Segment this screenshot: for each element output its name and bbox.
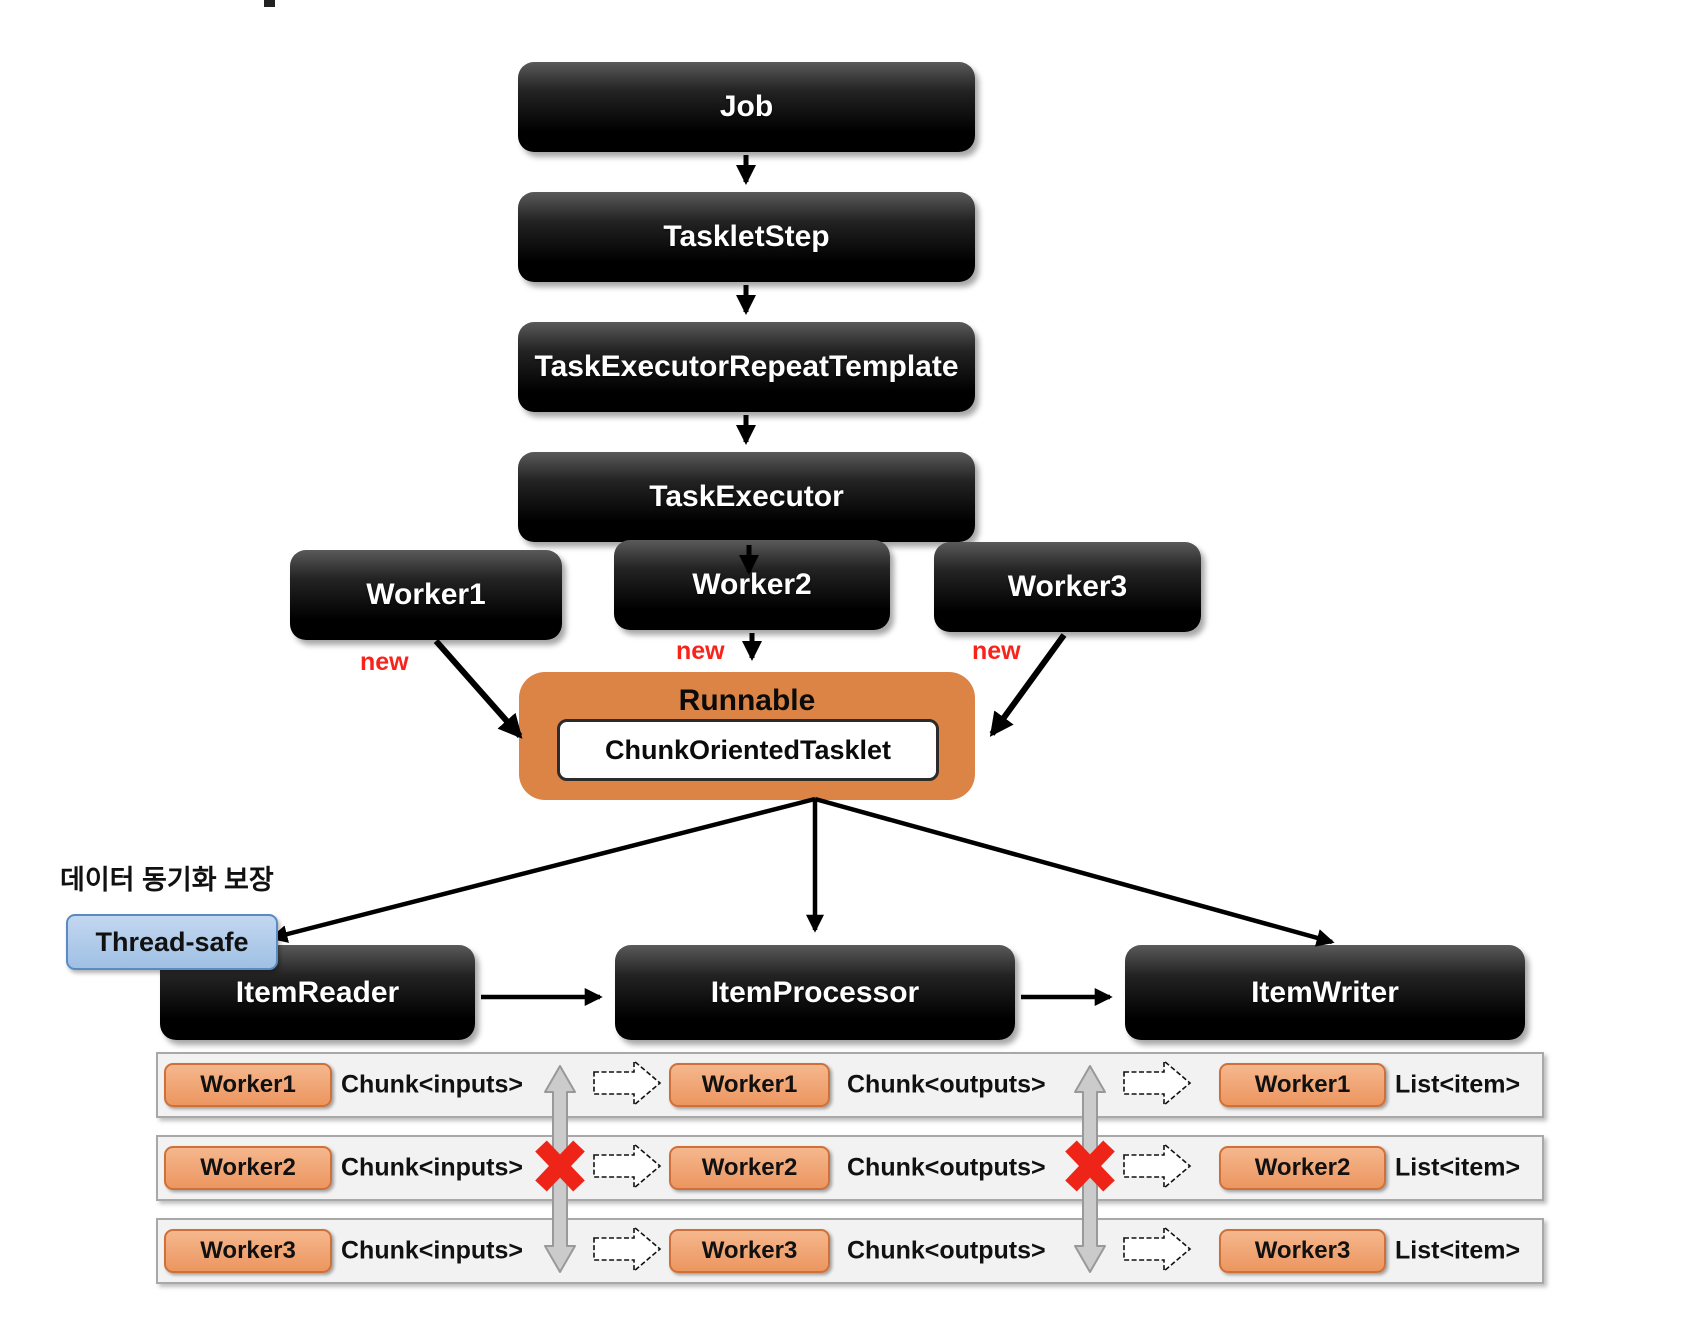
node-job: Job xyxy=(518,62,975,152)
node-tasklet-step-label: TaskletStep xyxy=(663,220,830,253)
node-repeat-template-label: TaskExecutorRepeatTemplate xyxy=(534,350,959,383)
worker-chip-label: Worker3 xyxy=(200,1237,296,1264)
worker-chip: Worker1 xyxy=(164,1063,332,1107)
runnable-label: Runnable xyxy=(678,684,816,717)
worker-chip: Worker3 xyxy=(164,1229,332,1273)
worker-chip: Worker2 xyxy=(669,1146,830,1190)
node-repeat-template: TaskExecutorRepeatTemplate xyxy=(518,322,975,412)
new-label-worker1: new xyxy=(360,648,409,676)
chunk-oriented-tasklet-label: ChunkOrientedTasklet xyxy=(604,734,892,765)
node-item-writer: ItemWriter xyxy=(1125,945,1525,1040)
worker-chip-label: Worker2 xyxy=(200,1154,296,1181)
list-item-label: List<item> xyxy=(1395,1070,1521,1099)
worker-lane-2: Worker2 Chunk<inputs> Worker2 Chunk<outp… xyxy=(156,1135,1544,1201)
new-label-worker3: new xyxy=(972,637,1021,665)
node-worker2-label: Worker2 xyxy=(692,568,812,601)
data-sync-note: 데이터 동기화 보장 xyxy=(60,865,274,895)
worker-chip: Worker2 xyxy=(1219,1146,1386,1190)
chunk-inputs-label: Chunk<inputs> xyxy=(341,1070,523,1099)
chunk-inputs-label: Chunk<inputs> xyxy=(341,1236,523,1265)
node-chunk-oriented-tasklet: ChunkOrientedTasklet xyxy=(557,719,939,781)
chunk-outputs-label: Chunk<outputs> xyxy=(847,1236,1046,1265)
worker-chip: Worker1 xyxy=(1219,1063,1386,1107)
list-item-label: List<item> xyxy=(1395,1153,1521,1182)
thread-safe-badge: Thread-safe xyxy=(66,914,278,970)
node-tasklet-step: TaskletStep xyxy=(518,192,975,282)
new-label-worker2: new xyxy=(676,637,725,665)
node-item-reader: ItemReader xyxy=(160,945,475,1040)
node-worker3-label: Worker3 xyxy=(1007,570,1128,603)
worker-lane-3: Worker3 Chunk<inputs> Worker3 Chunk<outp… xyxy=(156,1218,1544,1284)
worker-chip-label: Worker1 xyxy=(701,1071,798,1098)
node-task-executor-label: TaskExecutor xyxy=(649,480,844,513)
node-worker1: Worker1 xyxy=(290,550,562,640)
node-item-processor: ItemProcessor xyxy=(615,945,1015,1040)
worker-chip: Worker3 xyxy=(1219,1229,1386,1273)
worker-chip: Worker2 xyxy=(164,1146,332,1190)
arrow-runnable-to-itemreader xyxy=(269,796,816,943)
item-reader-label: ItemReader xyxy=(235,975,400,1009)
thread-safe-label: Thread-safe xyxy=(95,926,249,957)
worker-chip-label: Worker1 xyxy=(200,1071,296,1098)
worker-chip-label: Worker2 xyxy=(701,1154,798,1181)
worker-chip-label: Worker1 xyxy=(1254,1071,1351,1098)
chunk-outputs-label: Chunk<outputs> xyxy=(847,1070,1046,1099)
list-item-label: List<item> xyxy=(1395,1236,1521,1265)
node-task-executor: TaskExecutor xyxy=(518,452,975,542)
worker-chip-label: Worker3 xyxy=(1254,1237,1351,1264)
worker-chip-label: Worker3 xyxy=(701,1237,798,1264)
worker-chip: Worker1 xyxy=(669,1063,830,1107)
arrow-runnable-to-itemwriter xyxy=(814,796,1335,947)
top-edge-fragment xyxy=(264,0,275,7)
node-runnable: Runnable ChunkOrientedTasklet xyxy=(519,672,975,800)
chunk-inputs-label: Chunk<inputs> xyxy=(341,1153,523,1182)
arrow-worker1-to-runnable xyxy=(433,639,523,739)
node-worker3: Worker3 xyxy=(934,542,1201,632)
node-worker2: Worker2 xyxy=(614,540,890,630)
node-job-label: Job xyxy=(719,90,774,123)
worker-lane-1: Worker1 Chunk<inputs> Worker1 Chunk<outp… xyxy=(156,1052,1544,1118)
chunk-outputs-label: Chunk<outputs> xyxy=(847,1153,1046,1182)
worker-chip: Worker3 xyxy=(669,1229,830,1273)
item-writer-label: ItemWriter xyxy=(1251,975,1399,1009)
item-processor-label: ItemProcessor xyxy=(710,975,920,1009)
node-worker1-label: Worker1 xyxy=(366,578,486,611)
worker-chip-label: Worker2 xyxy=(1254,1154,1351,1181)
